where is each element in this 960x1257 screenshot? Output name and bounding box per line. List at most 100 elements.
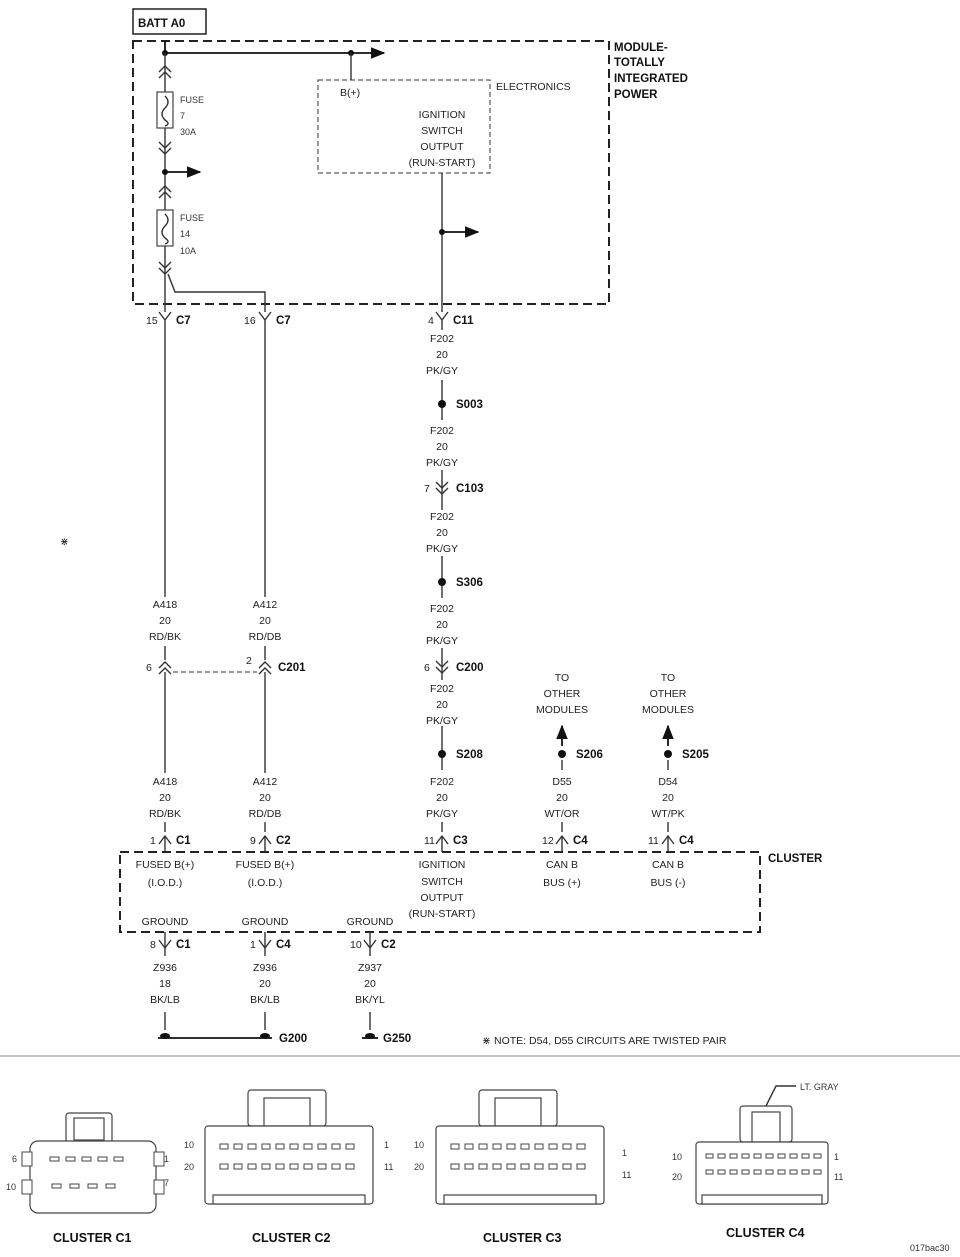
svg-text:9: 9 (250, 835, 256, 847)
svg-text:F202: F202 (430, 776, 454, 788)
batt-label: BATT A0 (138, 18, 185, 30)
cluster-ignition: IGNITION SWITCH OUTPUT (RUN-START) (409, 859, 476, 920)
pin-cavity (331, 1143, 341, 1150)
svg-text:S205: S205 (682, 749, 709, 761)
svg-text:RD/DB: RD/DB (249, 631, 282, 643)
svg-text:8: 8 (150, 939, 156, 951)
connector-c103: 7 C103 (424, 481, 484, 495)
pin-cavity (576, 1143, 586, 1150)
twist-note-mark: ⋇ (482, 1035, 491, 1047)
pin-cavity (741, 1169, 750, 1175)
connector-c201: 6 2 C201 (146, 655, 306, 675)
svg-text:TO: TO (661, 672, 675, 684)
svg-text:SWITCH: SWITCH (421, 125, 462, 137)
svg-text:Z937: Z937 (358, 962, 382, 974)
wire-z937-label: Z937 20 BK/YL (355, 962, 385, 1006)
svg-text:C201: C201 (278, 662, 306, 674)
twist-marker: ⋇ (60, 536, 69, 548)
pin-cavity (705, 1169, 714, 1175)
svg-text:F202: F202 (430, 603, 454, 615)
pin-cavity (520, 1163, 530, 1170)
svg-text:A418: A418 (153, 599, 178, 611)
tipm-title: MODULE- TOTALLY INTEGRATED POWER (614, 42, 688, 101)
connector-c1-pin1: 1 C1 (150, 834, 191, 852)
svg-text:(I.O.D.): (I.O.D.) (248, 877, 282, 889)
electronics-box (317, 79, 491, 174)
svg-text:FUSED B(+): FUSED B(+) (236, 859, 295, 871)
pin-cavity (741, 1153, 750, 1159)
wire-d54-label: D54 20 WT/PK (651, 776, 684, 820)
connector-view-c4: LT. GRAY 10 20 1 11 CLUSTER C4 (672, 1082, 843, 1240)
svg-text:BK/LB: BK/LB (150, 994, 180, 1006)
svg-text:15: 15 (146, 315, 158, 327)
pin-cavity (233, 1163, 243, 1170)
pin-cavity (765, 1153, 774, 1159)
svg-text:C4: C4 (573, 835, 588, 847)
svg-text:20: 20 (259, 792, 271, 804)
splice-s003: S003 (438, 399, 483, 411)
twisted-pair-note: NOTE: D54, D55 CIRCUITS ARE TWISTED PAIR (494, 1035, 727, 1047)
svg-text:S003: S003 (456, 399, 483, 411)
pin-cavity (450, 1143, 460, 1150)
wire-d55-label: D55 20 WT/OR (545, 776, 580, 820)
svg-text:C2: C2 (381, 939, 396, 951)
svg-text:GROUND: GROUND (142, 916, 189, 928)
pin-cavity (261, 1163, 271, 1170)
svg-text:4: 4 (428, 315, 434, 327)
ground-g250: G250 (362, 1012, 411, 1045)
connector-view-c3: 10 20 1 11 CLUSTER C3 (414, 1089, 631, 1245)
fuse-column (156, 53, 266, 312)
svg-text:F202: F202 (430, 683, 454, 695)
pin-cavity (520, 1143, 530, 1150)
svg-text:C1: C1 (176, 835, 191, 847)
pin-cavity (345, 1163, 355, 1170)
pin-cavity (506, 1163, 516, 1170)
connector-c4-pin1: 1 C4 (250, 932, 291, 956)
wire-z936-2-label: Z936 20 BK/LB (250, 962, 280, 1006)
pin-cavity (789, 1153, 798, 1159)
svg-text:S206: S206 (576, 749, 603, 761)
ignition-output-label: IGNITION SWITCH OUTPUT (RUN-START) (409, 109, 476, 169)
pin-cavity (765, 1169, 774, 1175)
pin-cavity (233, 1143, 243, 1150)
to-other-modules-2: TO OTHER MODULES (642, 672, 694, 716)
connector-view-c1: 6 10 1 7 CLUSTER C1 (6, 1112, 169, 1245)
cluster-grounds: GROUND GROUND GROUND (142, 916, 394, 928)
fuse14-label: FUSE 14 10A (180, 213, 204, 256)
pin-cavity (548, 1163, 558, 1170)
svg-text:6: 6 (424, 662, 430, 674)
svg-text:SWITCH: SWITCH (421, 876, 462, 888)
pin-cavity (303, 1163, 313, 1170)
battery-feed (162, 41, 386, 80)
pin-cavity (534, 1163, 544, 1170)
tipm-boundary (132, 40, 610, 305)
svg-text:BUS (+): BUS (+) (543, 877, 581, 889)
svg-text:CLUSTER C3: CLUSTER C3 (483, 1231, 562, 1245)
pin-cavity (303, 1143, 313, 1150)
svg-text:RD/BK: RD/BK (149, 808, 181, 820)
svg-text:PK/GY: PK/GY (426, 808, 458, 820)
to-other-modules-1: TO OTHER MODULES (536, 672, 588, 716)
svg-text:WT/PK: WT/PK (651, 808, 684, 820)
pin-cavity (506, 1143, 516, 1150)
pin-cavity (534, 1143, 544, 1150)
svg-text:10: 10 (6, 1182, 16, 1192)
svg-text:18: 18 (159, 978, 171, 990)
svg-text:G200: G200 (279, 1033, 307, 1045)
svg-text:7: 7 (424, 483, 430, 495)
svg-text:FUSE: FUSE (180, 213, 204, 223)
svg-text:C103: C103 (456, 483, 484, 495)
svg-text:CLUSTER C1: CLUSTER C1 (53, 1231, 132, 1245)
pin-cavity (777, 1169, 786, 1175)
svg-text:TOTALLY: TOTALLY (614, 57, 665, 69)
connector-c4-pin11: 11 C4 (648, 834, 694, 852)
svg-text:C2: C2 (276, 835, 291, 847)
svg-text:1: 1 (622, 1148, 627, 1158)
svg-text:PK/GY: PK/GY (426, 457, 458, 469)
svg-text:MODULES: MODULES (642, 704, 694, 716)
connector-c3-pin11: 11 C3 (424, 834, 468, 852)
svg-text:C4: C4 (276, 939, 291, 951)
cluster-fused-c1: FUSED B(+) (I.O.D.) (136, 859, 195, 889)
pin-cavity (789, 1169, 798, 1175)
pin-cavity (576, 1163, 586, 1170)
